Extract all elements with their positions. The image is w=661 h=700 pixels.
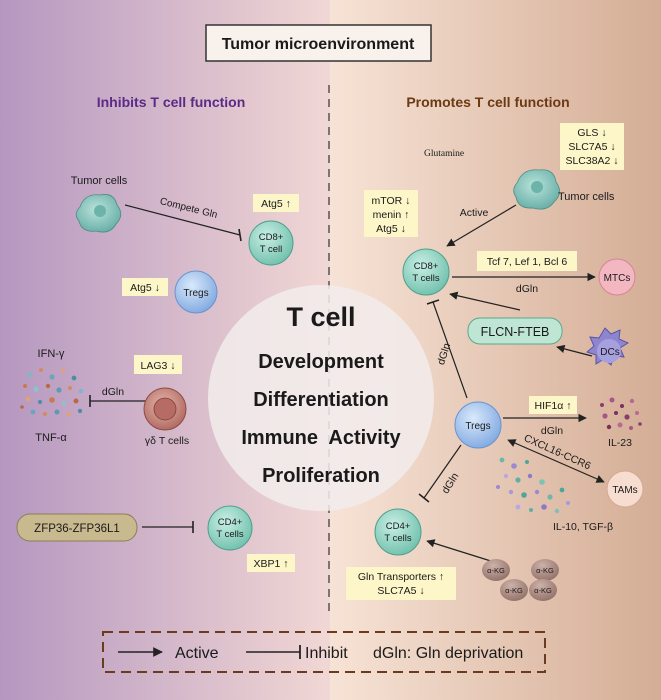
dgln-mtc-label: dGln	[516, 283, 538, 295]
right-cd4-line1: CD4+	[386, 521, 411, 532]
dcs-label: DCs	[600, 347, 619, 358]
tregs-cd4-inhibit-line	[423, 444, 462, 499]
left-tregs-cell: Tregs	[174, 270, 218, 314]
tcf-label: Tcf 7, Lef 1, Bcl 6	[487, 256, 568, 268]
compete-gln-inhibit-line	[124, 204, 241, 236]
tumor-active-arrow	[446, 204, 517, 247]
akg-arrow	[426, 539, 495, 563]
hif-label: HIF1α ↑	[535, 400, 572, 412]
mtor-line3: Atg5 ↓	[376, 223, 406, 235]
title-box	[205, 24, 432, 62]
akg-label-2: α-KG	[536, 566, 554, 575]
legend-inhibit-label: Inhibit	[305, 645, 348, 662]
cxcl-double-arrow	[507, 439, 605, 483]
flcn-pill	[467, 317, 563, 345]
gln-transport-box	[346, 567, 456, 600]
left-cd4-cell: CD4+ T cells	[207, 505, 253, 551]
left-tregs-label: Tregs	[183, 288, 208, 299]
gls-line2: SLC7A5 ↓	[568, 141, 615, 153]
right-tumor-cell-icon	[513, 169, 560, 210]
right-cd4-line2: T cells	[384, 533, 412, 544]
center-circle	[208, 285, 434, 511]
akg-cluster: α-KG α-KG α-KG α-KG	[482, 559, 559, 601]
left-cd8-cell: CD8+ T cell	[248, 220, 294, 266]
center-item-immune-activity: Immune Activity	[241, 427, 401, 449]
atg5-down-box	[122, 278, 168, 296]
lag3-box	[134, 355, 182, 374]
atg5-up-box	[253, 194, 299, 212]
center-item-differentiation: Differentiation	[253, 389, 389, 411]
akg-label-4: α-KG	[534, 586, 552, 595]
zfp-pill	[16, 513, 138, 542]
gd-tcells-label: γδ T cells	[145, 435, 189, 447]
left-cd4-line1: CD4+	[218, 517, 243, 528]
gd-tcell	[143, 387, 187, 431]
atg5-down-label: Atg5 ↓	[130, 282, 160, 294]
center-item-proliferation: Proliferation	[262, 465, 380, 487]
tregs-cd8-inhibit-bar	[426, 299, 440, 305]
right-cd8-cell: CD8+ T cells	[402, 248, 450, 296]
dcs-cell: DCs	[586, 327, 630, 366]
mtor-line1: mTOR ↓	[372, 195, 411, 207]
center-title: T cell	[286, 302, 355, 332]
left-tumor-cells-label: Tumor cells	[71, 175, 128, 187]
flcn-label: FLCN-FTEB	[481, 325, 550, 339]
il23-cloud	[600, 397, 642, 430]
tams-label: TAMs	[612, 485, 637, 496]
tnf-alpha-label: TNF-α	[35, 432, 67, 444]
compete-gln-inhibit-bar	[238, 228, 242, 242]
il10-tgf-cloud	[496, 457, 570, 514]
xbp1-label: XBP1 ↑	[253, 558, 288, 570]
center-item-development: Development	[258, 351, 384, 373]
right-header: Promotes T cell function	[406, 94, 569, 110]
lag3-label: LAG3 ↓	[140, 360, 175, 372]
tregs-cd8-inhibit-line	[432, 301, 468, 399]
mtcs-label: MTCs	[604, 273, 631, 284]
page-title: Tumor microenvironment	[222, 36, 415, 53]
tams-cell: TAMs	[606, 470, 644, 508]
gls-line3: SLC38A2 ↓	[565, 155, 618, 167]
il10-label: IL-10, TGF-β	[553, 521, 613, 533]
right-cd4-cell: CD4+ T cells	[374, 508, 422, 556]
glutamine-label: Glutamine	[424, 149, 464, 159]
gls-box	[560, 123, 624, 170]
gln-transport-line1: Gln Transporters ↑	[358, 571, 444, 583]
il23-label: IL-23	[608, 437, 632, 449]
legend-dgln-label: dGln: Gln deprivation	[373, 645, 523, 662]
left-tumor-cell-icon	[75, 194, 122, 233]
tregs-cd4-inhibit-bar	[418, 493, 430, 503]
right-tumor-cells-label: Tumor cells	[558, 191, 615, 203]
right-cd8-line1: CD8+	[414, 261, 439, 272]
mtor-box	[364, 190, 418, 237]
atg5-up-label: Atg5 ↑	[261, 198, 291, 210]
left-dgln-label: dGln	[102, 386, 124, 398]
cytokine-cloud-left	[20, 368, 84, 417]
legend-active-label: Active	[175, 645, 219, 662]
right-tregs-cell: Tregs	[454, 401, 502, 449]
akg-label-1: α-KG	[487, 566, 505, 575]
akg-label-3: α-KG	[505, 586, 523, 595]
left-cd4-line2: T cells	[216, 529, 244, 540]
left-header: Inhibits T cell function	[97, 94, 246, 110]
gls-line1: GLS ↓	[577, 127, 606, 139]
left-cd8-line2: T cell	[260, 244, 283, 255]
left-cd8-line1: CD8+	[259, 232, 284, 243]
ifn-gamma-label: IFN-γ	[38, 348, 65, 360]
flcn-arrow	[449, 291, 521, 311]
zfp-label: ZFP36-ZFP36L1	[34, 523, 120, 535]
mtor-line2: menin ↑	[373, 209, 410, 221]
gln-transport-line2: SLC7A5 ↓	[377, 585, 424, 597]
dgln-il23-label: dGln	[541, 425, 563, 437]
tcf-box	[477, 251, 577, 271]
mtcs-cell: MTCs	[598, 258, 636, 296]
hif-box	[529, 396, 577, 414]
right-cd8-line2: T cells	[412, 273, 440, 284]
active-label: Active	[460, 207, 489, 219]
legend-box	[102, 631, 546, 673]
dcs-arrow	[556, 344, 593, 357]
xbp1-box	[247, 554, 295, 572]
right-tregs-label: Tregs	[465, 421, 490, 432]
